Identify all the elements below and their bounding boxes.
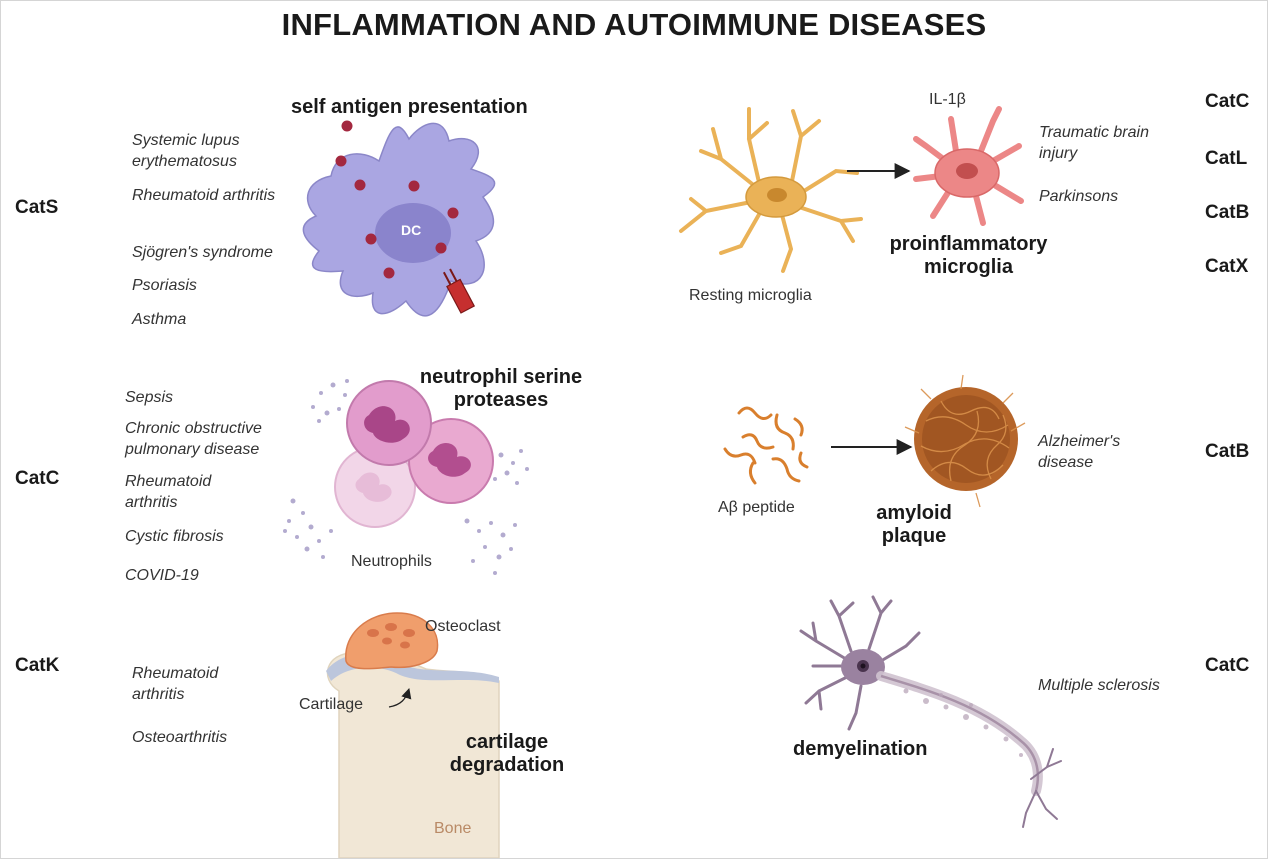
neutrophil-disease-1: Sepsis (125, 389, 174, 406)
neutrophil-disease-2: Chronic obstructive pulmonary disease (125, 420, 262, 458)
amyloid-disease-1: Alzheimer's disease (1038, 433, 1121, 471)
cartilage-label: Cartilage (299, 696, 364, 713)
abeta-peptide-label: Aβ peptide (718, 499, 795, 516)
neutrophil-process-label: neutrophil serine proteases (419, 366, 583, 411)
demyelination-process-label: demyelination (793, 738, 928, 760)
dc-process-label: self antigen presentation (291, 96, 528, 118)
microglia-cathepsin-1: CatC (1205, 91, 1250, 112)
microglia-cathepsin-3: CatB (1205, 202, 1250, 223)
dc-cell-label: DC (401, 222, 422, 238)
microglia-disease-2: Parkinsons (1039, 188, 1119, 205)
antigen-dots (335, 120, 459, 279)
dc-disease-2: Rheumatoid arthritis (132, 187, 276, 204)
receptor-icon (442, 268, 476, 314)
neutrophil-disease-3: Rheumatoid arthritis (125, 473, 212, 511)
bone-panel-cathepsin: CatK (15, 655, 60, 676)
protease-dots (283, 379, 529, 575)
osteoclast-label: Osteoclast (425, 618, 501, 635)
microglia-process-label: proinflammatory microglia (889, 233, 1048, 278)
neutrophils-illustration (283, 379, 529, 575)
proinflammatory-microglia-illustration (913, 106, 1024, 226)
cartilage-process-label: cartilage degradation (449, 731, 565, 776)
neuron-disease-1: Multiple sclerosis (1038, 677, 1160, 694)
amyloid-plaque-illustration (904, 374, 1026, 508)
resting-microglia-illustration (679, 107, 863, 273)
neutrophil-disease-4: Cystic fibrosis (125, 528, 224, 545)
bone-disease-1: Rheumatoid arthritis (132, 665, 219, 703)
neutrophil-disease-5: COVID-19 (125, 567, 199, 584)
dc-panel-cathepsin: CatS (15, 197, 59, 218)
neutrophil-panel-cathepsin: CatC (15, 468, 60, 489)
dc-disease-4: Psoriasis (132, 277, 197, 294)
cytokine-label: IL-1β (929, 91, 966, 108)
amyloid-cathepsin: CatB (1205, 441, 1250, 462)
dc-disease-1: Systemic lupus erythematosus (132, 132, 240, 170)
bone-disease-2: Osteoarthritis (132, 729, 228, 746)
dc-disease-5: Asthma (132, 311, 187, 328)
neutrophils-label: Neutrophils (351, 553, 432, 570)
neuron-cathepsin: CatC (1205, 655, 1250, 676)
resting-microglia-label: Resting microglia (689, 287, 812, 304)
dendritic-cell-illustration (302, 120, 496, 317)
microglia-cathepsin-4: CatX (1205, 256, 1249, 277)
abeta-peptides-illustration (723, 406, 809, 485)
bone-illustration (326, 612, 500, 858)
microglia-cathepsin-2: CatL (1205, 148, 1248, 169)
amyloid-process-label: amyloid plaque (876, 502, 952, 547)
figure-title: INFLAMMATION AND AUTOIMMUNE DISEASES (281, 7, 987, 42)
microglia-disease-1: Traumatic brain injury (1039, 124, 1149, 162)
bone-label: Bone (434, 820, 472, 837)
neuron-illustration (799, 595, 1062, 828)
dc-disease-3: Sjögren's syndrome (132, 244, 273, 261)
